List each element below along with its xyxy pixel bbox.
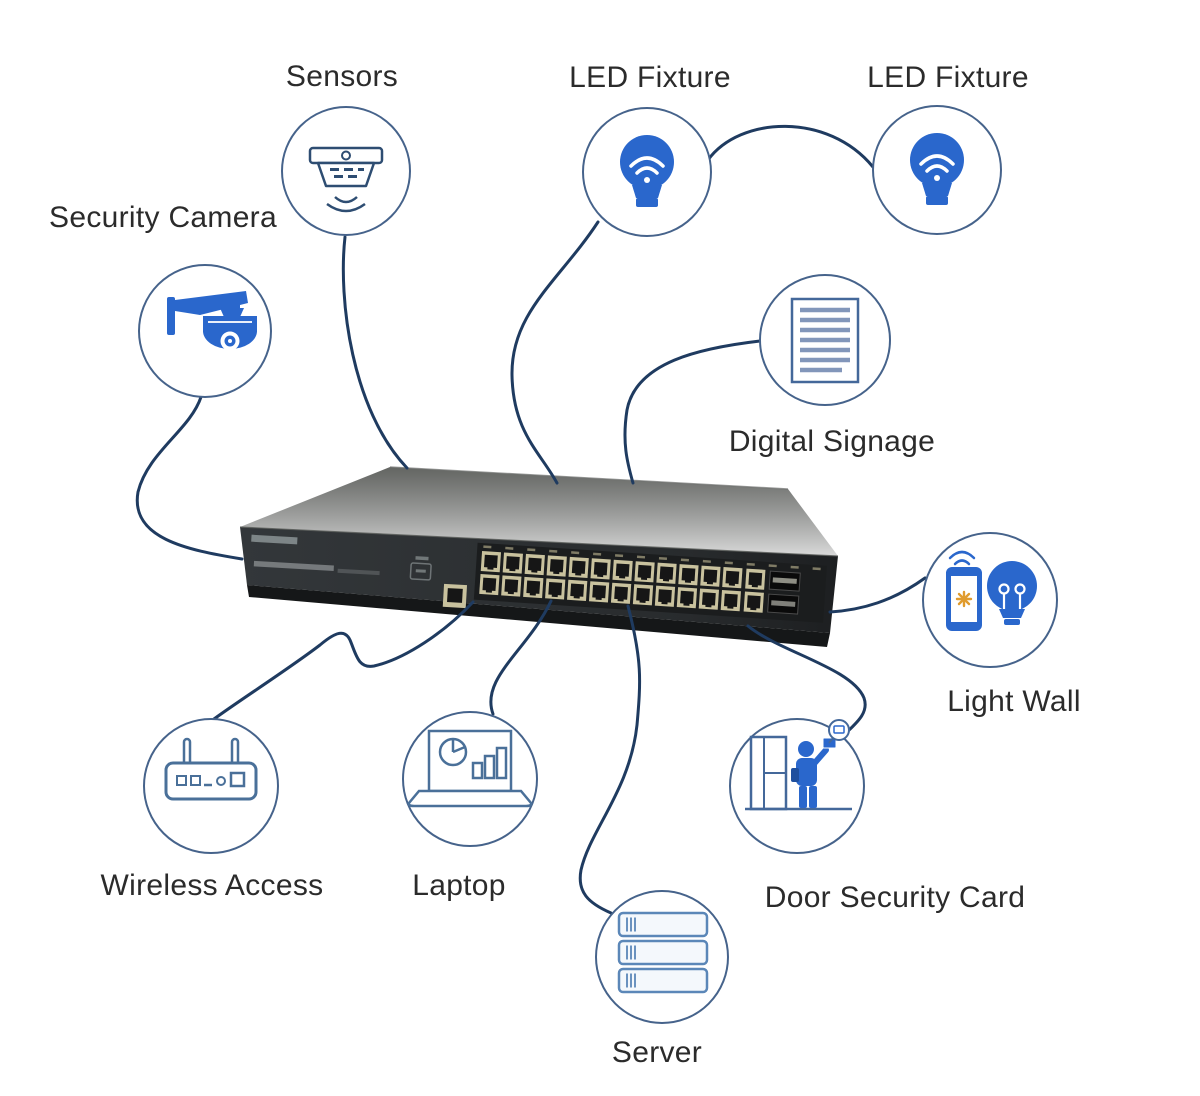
node-label: LED Fixture (867, 61, 1029, 94)
server-stack-icon (617, 911, 709, 994)
node-label: Server (612, 1036, 702, 1069)
sfp-latch-2 (771, 600, 796, 607)
smoke-sensor-icon (308, 146, 384, 213)
node-label: LED Fixture (569, 61, 731, 94)
sun-glyph (955, 590, 973, 608)
line-light-wall-to-switch (828, 576, 927, 614)
led-bulb-wifi-icon (910, 133, 964, 205)
node-label: Wireless Access (101, 869, 324, 902)
node-label: Digital Signage (729, 425, 935, 458)
network-switch (239, 466, 839, 647)
switch-back-edge (389, 466, 789, 490)
wifi-waves (948, 550, 976, 566)
node-circle (922, 532, 1058, 668)
node-sensors: Sensors (281, 60, 411, 236)
wireless-router-icon (164, 737, 258, 801)
line-laptop-to-switch (489, 599, 553, 716)
sfp-latch-1 (772, 577, 797, 584)
node-digital-signage: Digital Signage (729, 274, 935, 458)
node-laptop: Laptop (402, 711, 538, 902)
node-label: Security Camera (49, 201, 277, 234)
phone-and-bulb-icon (944, 550, 1037, 633)
line-led-fixture-2-to-led-fixture-1 (706, 124, 875, 169)
document-lines-icon (790, 297, 860, 384)
node-server: Server (595, 890, 729, 1069)
connection-lines (135, 124, 927, 915)
switch-bottom-strip (247, 585, 830, 647)
line-led-fixture-1-to-switch (510, 220, 600, 485)
line-server-to-switch (578, 604, 642, 915)
line-wireless-access-to-switch (212, 600, 475, 721)
laptop-charts-icon (407, 729, 533, 808)
node-light-wall: Light Wall (922, 532, 1081, 718)
line-door-security-to-switch (746, 624, 867, 741)
switch-faceplate-markings (251, 534, 468, 609)
node-security-camera: Security Camera (49, 201, 277, 398)
line-sensors-to-switch (341, 235, 409, 470)
node-label: Sensors (286, 60, 398, 93)
line-security-camera-to-switch (135, 395, 244, 561)
node-door-security-card: Door Security Card (729, 718, 1026, 914)
node-label: Light Wall (947, 685, 1081, 718)
led-bulb-wifi-icon (620, 135, 674, 207)
switch-front-top-edge (239, 526, 839, 557)
door-access-icon (745, 719, 852, 811)
switch-port-block (473, 542, 827, 623)
node-led-fixture-2: LED Fixture (867, 61, 1029, 235)
node-label: Laptop (412, 869, 506, 902)
line-digital-signage-to-switch (623, 339, 762, 485)
node-wireless-access: Wireless Access (101, 718, 324, 902)
ptz-camera-icon (167, 291, 257, 351)
node-led-fixture-1: LED Fixture (569, 61, 731, 237)
node-label: Door Security Card (765, 881, 1026, 914)
